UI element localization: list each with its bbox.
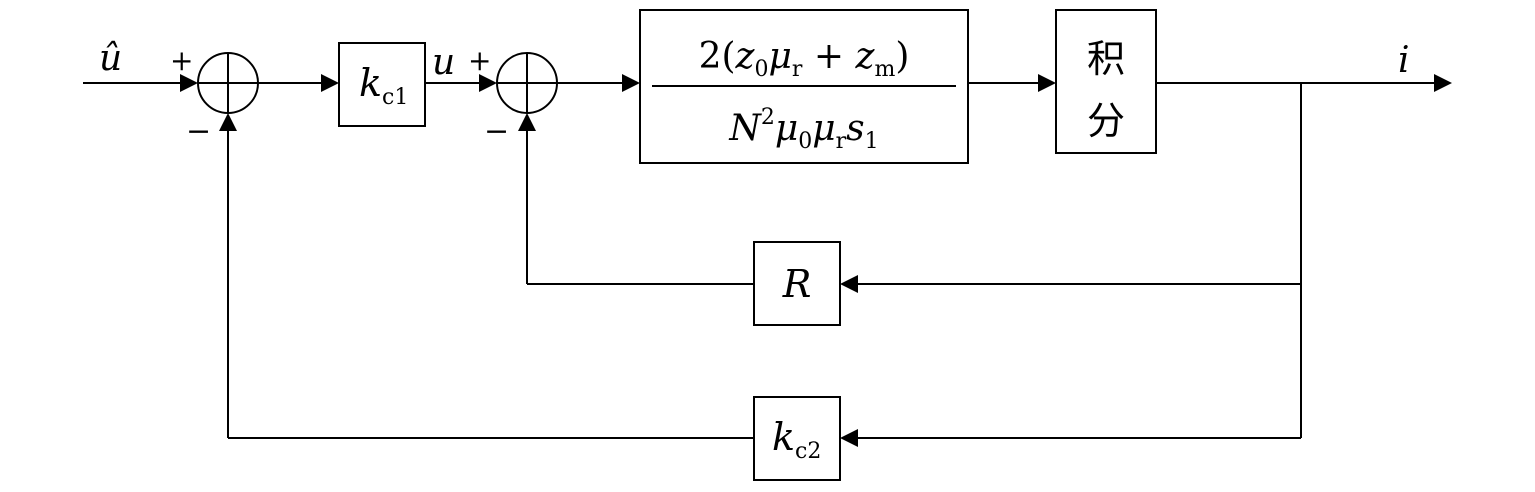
arrow-into-sum1 (180, 74, 198, 92)
r-block (753, 241, 841, 326)
sum1-plus-sign: + (170, 44, 193, 77)
integrator-block (1055, 9, 1157, 154)
kc2-label: kc2 (772, 415, 821, 464)
integrator-label-line1: 积 (1087, 37, 1125, 81)
arrow-into-sum1-bottom (219, 113, 237, 131)
output-signal-label: i (1398, 40, 1410, 81)
arrow-into-sum2-bottom (518, 113, 536, 131)
input-signal-label: û (99, 38, 122, 79)
arrow-into-sum2 (479, 74, 497, 92)
sum2-plus-sign: + (468, 44, 491, 77)
sum1-minus-sign: − (186, 114, 211, 149)
arrow-into-kc1 (321, 74, 339, 92)
r-label: R (782, 262, 812, 306)
arrow-into-integrator (1038, 74, 1056, 92)
transfer-denominator: N2μ0μrs1 (728, 105, 878, 154)
arrow-into-transfer (622, 74, 640, 92)
transfer-numerator: 2(z0μr + zm) (699, 36, 910, 82)
summing-junction-2 (496, 52, 558, 114)
output-arrow (1434, 74, 1452, 92)
integrator-label-line2: 分 (1087, 99, 1125, 143)
intermediate-signal-label: u (432, 42, 455, 83)
sum2-minus-sign: − (484, 114, 509, 149)
summing-junction-1 (197, 52, 259, 114)
arrow-into-r (840, 275, 858, 293)
kc1-label: kc1 (359, 61, 408, 110)
arrow-into-kc2 (840, 429, 858, 447)
kc1-block (338, 42, 426, 127)
